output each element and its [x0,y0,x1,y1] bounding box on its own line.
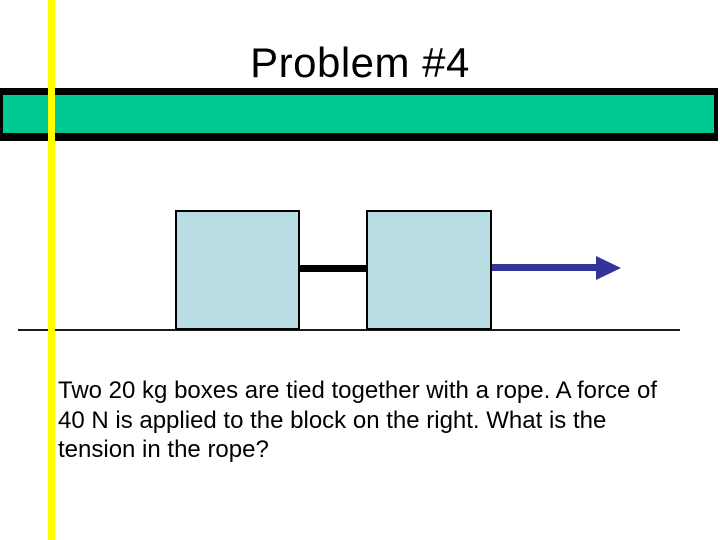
force-arrow-shaft [492,264,600,271]
rope-line [299,265,367,272]
problem-statement: Two 20 kg boxes are tied together with a… [58,376,683,465]
slide-title: Problem #4 [250,39,470,86]
title-underline-banner [0,88,718,141]
problem-statement-line: 40 N is applied to the block on the righ… [58,406,607,434]
problem-statement-line: Two 20 kg boxes are tied together with a… [58,377,658,404]
right-box [366,210,492,330]
yellow-accent-stripe [48,0,55,540]
problem-statement-line: tension in the rope? [58,436,269,463]
ground-line [18,329,680,331]
force-arrow-head-icon [596,256,621,280]
left-box [175,210,300,330]
